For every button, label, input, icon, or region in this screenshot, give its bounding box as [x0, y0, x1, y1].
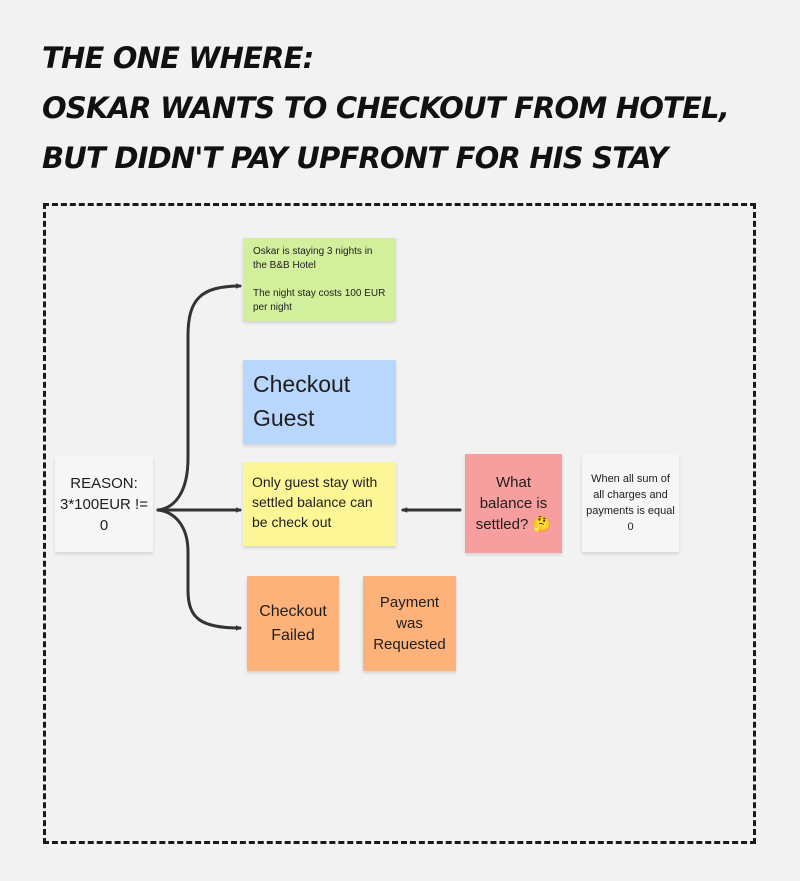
reason-note: REASON: 3*100EUR != 0 [55, 456, 153, 552]
answer-text: When all sum of all charges and payments… [586, 473, 675, 533]
checkout-guest-note: Checkout Guest [243, 360, 396, 444]
checkout-failed-text: Checkout Failed [259, 602, 327, 644]
dashed-frame [43, 203, 756, 844]
payment-requested-text: Payment was Requested [373, 594, 446, 653]
arrow-to-stay-info [156, 286, 242, 512]
checkout-guest-text: Checkout Guest [253, 371, 351, 431]
stay-info-text-1: Oskar is staying 3 nights in the B&B Hot… [253, 246, 373, 271]
rule-text: Only guest stay with settled balance can… [252, 474, 378, 530]
question-note: What balance is settled? 🤔 [465, 454, 562, 553]
stay-info-text-2: The night stay costs 100 EUR per night [253, 288, 386, 313]
answer-note: When all sum of all charges and payments… [582, 454, 679, 552]
title-line-1: The One Where: [42, 41, 314, 75]
stay-info-note: Oskar is staying 3 nights in the B&B Hot… [243, 238, 396, 321]
question-text: What balance is settled? 🤔 [475, 474, 552, 533]
title-line-3: but didn't pay upfront for his stay [42, 141, 668, 175]
checkout-failed-note: Checkout Failed [247, 576, 339, 671]
payment-requested-note: Payment was Requested [363, 576, 456, 671]
arrow-to-checkout-failed [156, 508, 242, 628]
rule-note: Only guest stay with settled balance can… [243, 462, 396, 546]
reason-text: REASON: 3*100EUR != 0 [60, 474, 148, 534]
